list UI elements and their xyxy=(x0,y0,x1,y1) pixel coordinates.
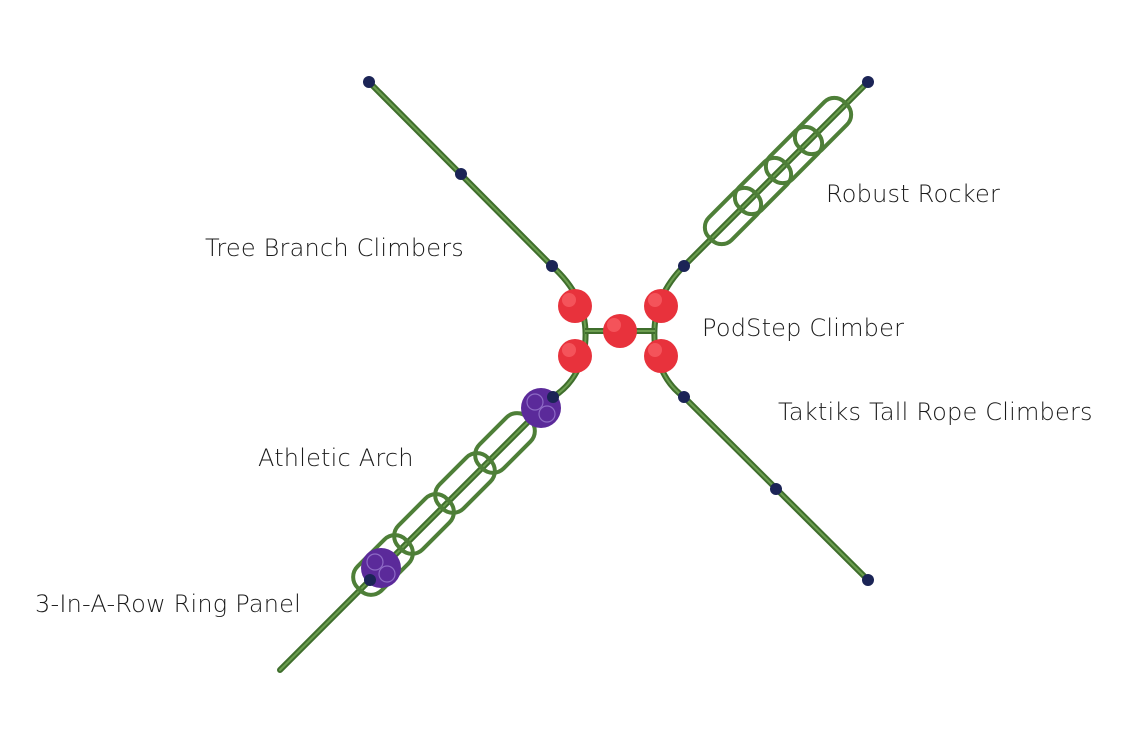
joint-node xyxy=(862,76,874,88)
pod-step xyxy=(558,339,592,373)
label-athletic-arch: Athletic Arch xyxy=(258,444,414,472)
pod-step xyxy=(644,339,678,373)
joint-node xyxy=(546,260,558,272)
label-tree-branch-climbers: Tree Branch Climbers xyxy=(205,234,465,262)
label-podstep-climber: PodStep Climber xyxy=(702,314,905,342)
podstep-pods xyxy=(558,289,678,373)
athletic-arch-arm xyxy=(277,394,556,673)
label-taktiks-tall-rope-climbers: Taktiks Tall Rope Climbers xyxy=(778,398,1093,426)
pod-step xyxy=(603,314,637,348)
joint-node xyxy=(678,391,690,403)
joint-node xyxy=(363,76,375,88)
frame-joints xyxy=(363,76,874,586)
joint-node xyxy=(678,260,690,272)
label-ring-panel: 3-In-A-Row Ring Panel xyxy=(35,590,301,618)
robust-rocker-arm xyxy=(651,79,871,400)
joint-node xyxy=(455,168,467,180)
pod-step xyxy=(644,289,678,323)
joint-node xyxy=(364,574,376,586)
joint-node xyxy=(770,483,782,495)
label-robust-rocker: Robust Rocker xyxy=(826,180,1001,208)
joint-node xyxy=(547,391,559,403)
joint-node xyxy=(862,574,874,586)
pod-step xyxy=(558,289,592,323)
